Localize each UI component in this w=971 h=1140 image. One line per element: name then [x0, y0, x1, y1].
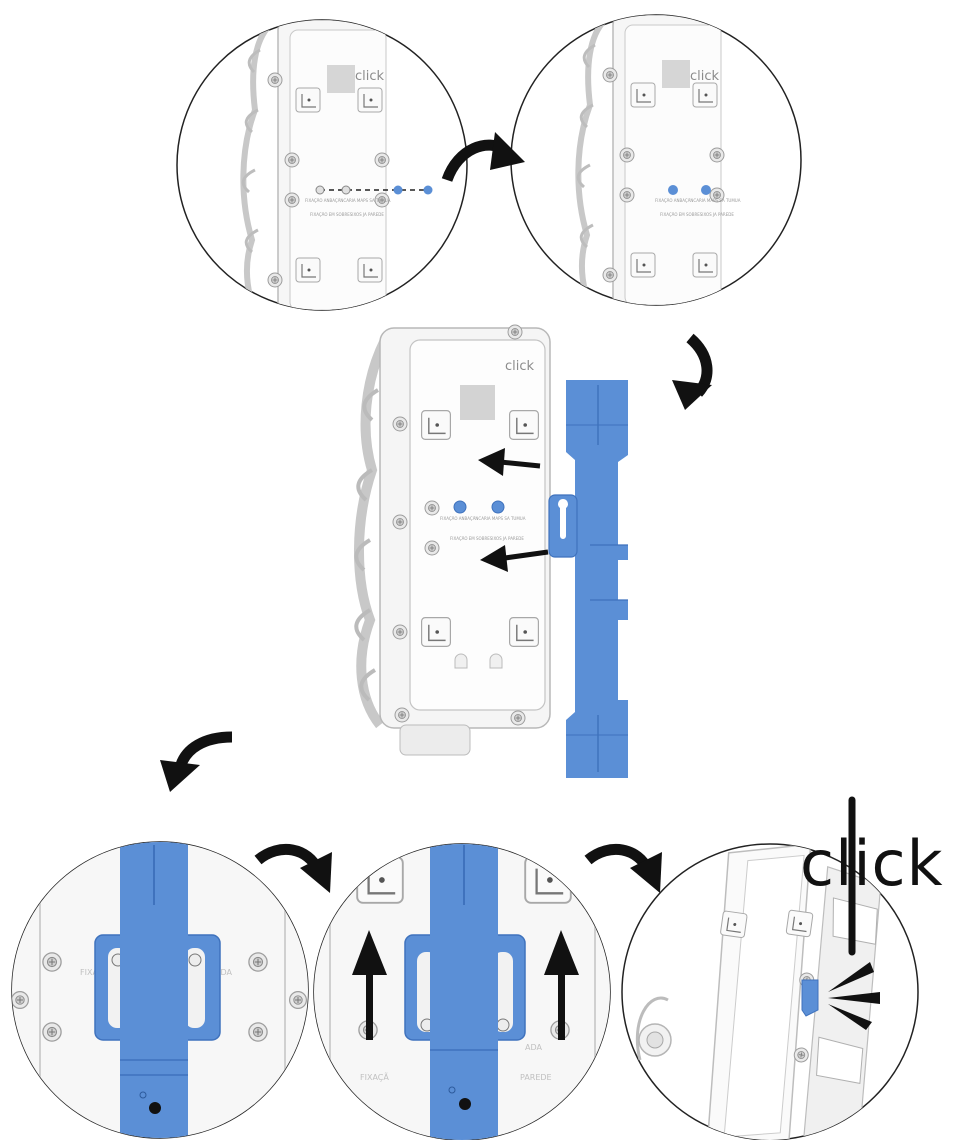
plate-text: FIXAÇ	[80, 968, 104, 977]
plug-icon	[423, 185, 433, 195]
plug-icon	[453, 500, 467, 514]
main-device: click FIXAÇÃO ANBAÇÃNCARIA MAPS SA TUMUA…	[354, 324, 551, 756]
step-6-circle	[621, 843, 919, 1140]
step-5-circle: FIXAÇÃ PAREDE ADA	[313, 843, 611, 1140]
straight-arrow-icon	[352, 930, 387, 1040]
curved-arrow-icon	[160, 731, 233, 792]
snap-burst-icon	[828, 962, 880, 1030]
device-label: FIXAÇÃO ANBAÇÃNCARIA MAPS SA TUMUA	[440, 516, 526, 521]
plug-icon	[701, 185, 711, 195]
straight-arrow-icon	[480, 545, 549, 572]
straight-arrow-icon	[478, 448, 541, 476]
curved-arrow-icon	[672, 333, 713, 410]
screw-icon	[510, 710, 526, 726]
mounting-rail	[548, 380, 628, 778]
plug-icon	[668, 185, 678, 195]
logo: click	[690, 69, 720, 84]
device-label: FIXAÇÃO ANBAÇÃNCARIA MAPS SA TUMUA	[655, 198, 741, 203]
step-2-circle: FIXAÇÃO ANBAÇÃNCARIA MAPS SA TUMUA FIXAÇ…	[510, 14, 802, 306]
plate-text: FIXAÇÃ	[360, 1072, 389, 1082]
screw-icon	[394, 707, 410, 723]
plate-text: ADA	[215, 968, 232, 977]
snap-clip	[801, 979, 819, 1017]
screw-icon	[392, 416, 408, 432]
screw-icon	[392, 624, 408, 640]
click-text: click	[800, 827, 944, 900]
device-label: FIXAÇÃO EM SOBRESIXOS JA PAREDE	[310, 212, 384, 217]
plate-text: ADA	[525, 1043, 542, 1052]
device-label: FIXAÇÃO EM SOBRESIXOS JA PAREDE	[450, 536, 524, 541]
curved-arrow-icon	[584, 843, 662, 893]
curved-arrow-icon	[254, 843, 332, 893]
straight-arrow-icon	[544, 930, 579, 1040]
step-1-circle: FIXAÇÃO ANBAÇÃNCARIA MAPS SA TUMUA FIXAÇ…	[176, 19, 468, 311]
device-label: FIXAÇÃO ANBAÇÃNCARIA MAPS SA TUMUA	[305, 198, 391, 203]
step-4-circle: FIXAÇ ADA	[11, 841, 309, 1139]
logo: click	[505, 359, 535, 374]
click-callout: click	[800, 796, 944, 956]
screw-icon	[424, 500, 440, 516]
logo: click	[355, 69, 385, 84]
plate-text: PAREDE	[520, 1073, 552, 1082]
device-label: FIXAÇÃO EM SOBRESIXOS JA PAREDE	[660, 212, 734, 217]
plug-icon	[491, 500, 505, 514]
screw-icon	[392, 514, 408, 530]
curved-arrow-icon	[441, 132, 525, 183]
screw-icon	[424, 540, 440, 556]
screw-icon	[507, 324, 523, 340]
plug-icon	[393, 185, 403, 195]
